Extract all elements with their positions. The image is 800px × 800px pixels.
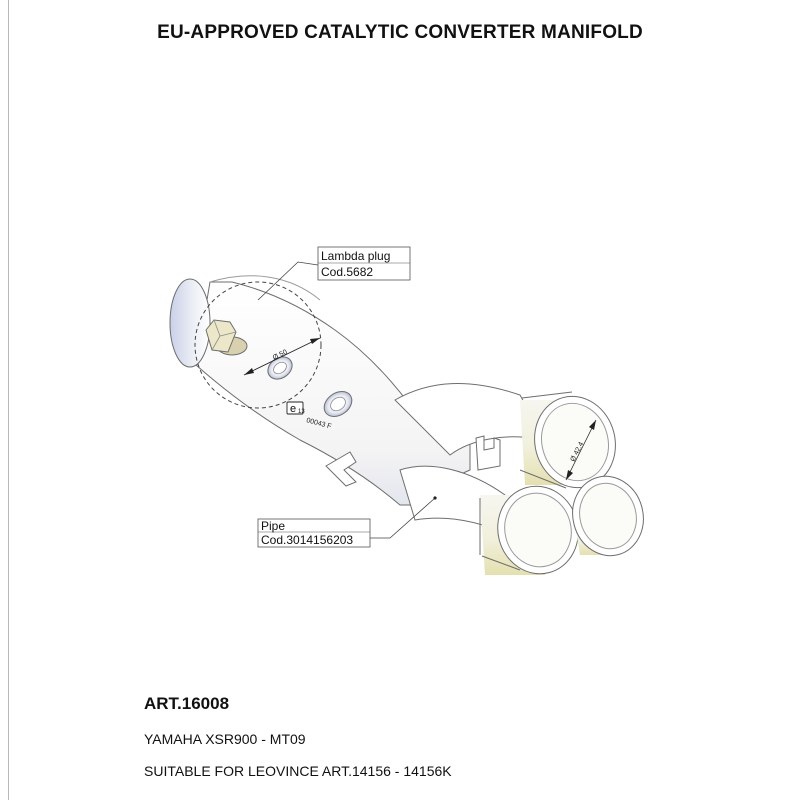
inlet-tube bbox=[169, 275, 471, 506]
lambda-boss-hole bbox=[267, 356, 293, 380]
pipe-code: Cod.3014156203 bbox=[261, 533, 353, 547]
second-boss-hole bbox=[323, 391, 353, 417]
outlet-tube-lower-left bbox=[479, 485, 579, 575]
compatibility-note: SUITABLE FOR LEOVINCE ART.14156 - 14156K bbox=[144, 763, 452, 779]
outlet-tube-lower-right bbox=[572, 475, 644, 557]
lambda-plug-callout: Lambda plug Cod.5682 bbox=[257, 246, 411, 301]
lambda-plug-label: Lambda plug bbox=[321, 249, 390, 263]
mounting-bracket-left bbox=[325, 451, 357, 487]
vehicle-model: YAMAHA XSR900 - MT09 bbox=[144, 731, 306, 747]
approval-number: 13 bbox=[298, 409, 305, 415]
approval-mark: e bbox=[290, 403, 296, 415]
page-border-line bbox=[8, 0, 9, 800]
outlet-tube-upper bbox=[519, 391, 616, 489]
article-number: ART.16008 bbox=[144, 694, 230, 713]
lambda-plug-code: Cod.5682 bbox=[321, 265, 373, 279]
page-title: EU-APPROVED CATALYTIC CONVERTER MANIFOLD bbox=[157, 22, 643, 43]
lambda-plug-bolt-icon bbox=[205, 319, 248, 356]
detail-circle bbox=[194, 281, 322, 409]
mounting-bracket-right bbox=[475, 435, 501, 471]
pipe-label: Pipe bbox=[261, 519, 285, 533]
pipe-callout: Pipe Cod.3014156203 bbox=[257, 496, 437, 548]
